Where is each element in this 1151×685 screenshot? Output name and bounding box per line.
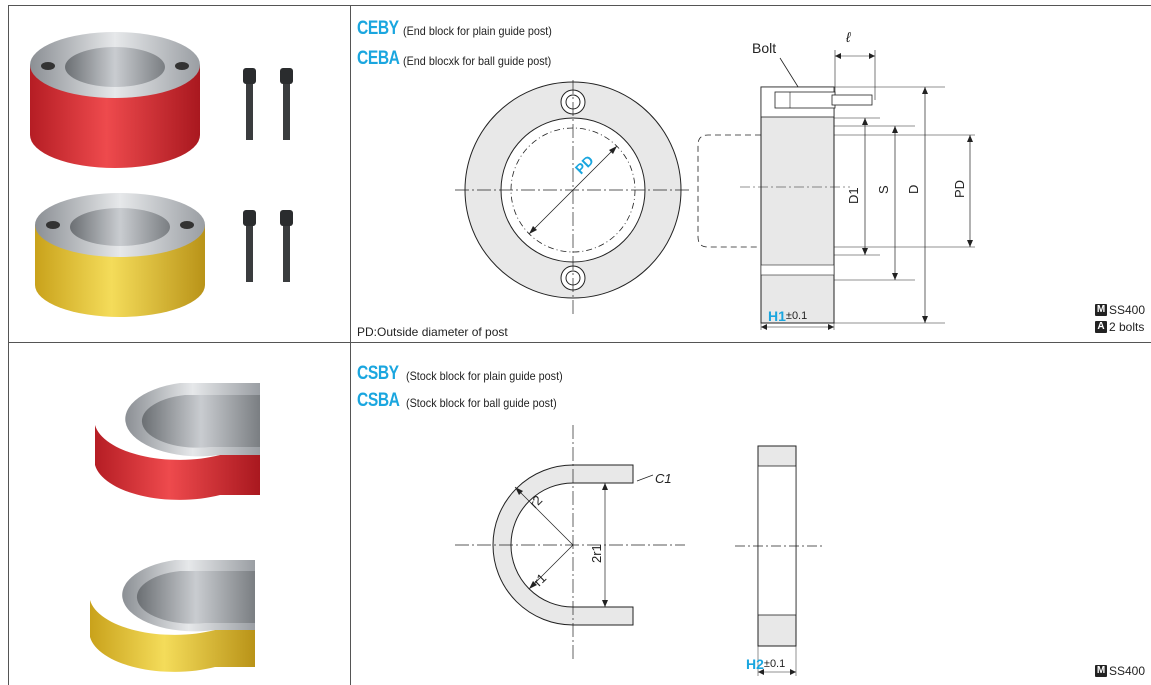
spec-material-row2: M SS400 — [1095, 664, 1145, 678]
c1-label: C1 — [655, 471, 672, 486]
spec-material-row1: M SS400 — [1095, 303, 1145, 317]
stock-block-photo — [90, 383, 260, 672]
end-block-photo — [30, 32, 293, 317]
red-stock-block-image — [95, 383, 260, 500]
s-label: S — [876, 185, 891, 194]
d-label: D — [906, 185, 921, 194]
material-badge-icon: M — [1095, 304, 1107, 316]
material-value: SS400 — [1109, 303, 1146, 317]
table-border-middle — [8, 342, 1151, 343]
product-code-csba: CSBA — [357, 390, 400, 411]
h2-dimension-lines — [757, 646, 797, 676]
bolt-pair-image-2 — [243, 210, 293, 282]
h2-tolerance: ±0.1 — [763, 658, 786, 670]
stock-block-side-view — [735, 445, 825, 647]
spec-accessory-row1: A 2 bolts — [1095, 320, 1144, 334]
product-code-ceba: CEBA — [357, 48, 400, 69]
accessory-value: 2 bolts — [1109, 320, 1145, 334]
red-end-block-image — [30, 32, 200, 168]
yellow-stock-block-image — [90, 560, 255, 672]
ell-label: ℓ — [845, 30, 851, 45]
pd-note: PD:Outside diameter of post — [357, 325, 508, 339]
table-column-divider — [350, 5, 351, 685]
product-desc-ceba: (End blocxk for ball guide post) — [403, 54, 552, 68]
two-r1-label: 2r1 — [589, 544, 604, 563]
d1-label: D1 — [846, 187, 861, 204]
product-code-csby: CSBY — [357, 363, 399, 384]
h2-dimension: H2 ±0.1 — [746, 656, 785, 672]
h2-label: H2 — [746, 656, 764, 672]
end-block-front-view: PD — [455, 80, 691, 316]
bolt-label: Bolt — [752, 40, 776, 56]
stock-block-front-view: r2 r1 2r1 C1 — [455, 425, 685, 661]
h1-tolerance: ±0.1 — [785, 310, 808, 322]
table-border-left — [8, 5, 9, 685]
accessory-badge-icon: A — [1095, 321, 1107, 333]
yellow-end-block-image — [35, 193, 205, 317]
h1-dimension: H1 ±0.1 — [768, 308, 807, 324]
product-desc-csba: (Stock block for ball guide post) — [406, 396, 557, 410]
table-border-top — [8, 5, 1151, 6]
product-code-ceby: CEBY — [357, 18, 399, 39]
material-value-row2: SS400 — [1109, 664, 1146, 678]
end-block-side-view: Bolt ℓ D1 S D P — [697, 30, 975, 330]
h1-label: H1 — [768, 308, 786, 324]
pd-label-side: PD — [952, 180, 967, 198]
material-badge-icon-row2: M — [1095, 665, 1107, 677]
product-desc-csby: (Stock block for plain guide post) — [406, 369, 563, 383]
bolt-pair-image-1 — [243, 68, 293, 140]
product-desc-ceby: (End block for plain guide post) — [403, 24, 552, 38]
